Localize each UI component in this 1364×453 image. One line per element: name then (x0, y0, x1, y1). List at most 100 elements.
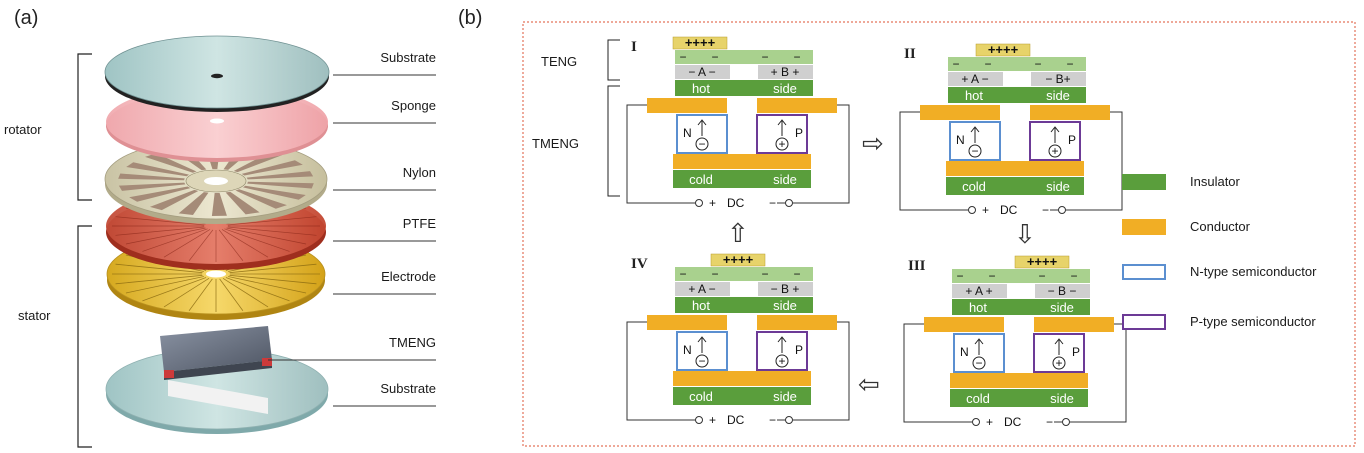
top-conductor-left (647, 315, 727, 330)
segment-a-label: + A + (965, 284, 992, 298)
side-label: side (1050, 391, 1074, 406)
n-label: N (956, 133, 965, 147)
cold-label: cold (962, 179, 986, 194)
hot-side-insulator (675, 297, 813, 313)
side-label: side (1046, 88, 1070, 103)
legend-label: Insulator (1190, 174, 1241, 189)
dielectric-charge: − (1034, 57, 1041, 71)
segment-b-label: + B + (771, 65, 800, 79)
wire-left (903, 323, 972, 423)
terminal-negative (1062, 418, 1070, 426)
dielectric-charge: − (761, 267, 768, 281)
teng-dielectric-layer (675, 50, 813, 64)
p-label: P (795, 343, 803, 357)
wire-right (1070, 323, 1127, 423)
layer-label-nylon: Nylon (403, 165, 436, 180)
top-conductor-right (757, 315, 837, 330)
electron-sign: − (698, 137, 705, 151)
panel-a-label: (a) (14, 7, 38, 29)
terminal-positive (972, 418, 980, 426)
wire-right (793, 321, 850, 421)
legend-label: P-type semiconductor (1190, 314, 1316, 329)
cold-side-insulator (946, 177, 1084, 195)
legend-swatch (1122, 314, 1166, 330)
dielectric-charge: − (984, 57, 991, 71)
top-conductor-left (920, 105, 1000, 120)
n-label: N (683, 343, 692, 357)
n-flow-arrowhead (697, 336, 707, 343)
charge-strip (672, 36, 728, 50)
side-label: side (773, 298, 797, 313)
legend-label: Conductor (1190, 219, 1251, 234)
wire-right (793, 104, 850, 204)
layer-label-sponge: Sponge (391, 98, 436, 113)
terminal-positive (695, 416, 703, 424)
charge-strip-text: ++++ (1027, 254, 1058, 269)
cold-side-insulator (950, 389, 1088, 407)
segment-a (952, 284, 1007, 298)
dielectric-charge: − (761, 50, 768, 64)
state-numeral: III (908, 258, 926, 274)
top-conductor-right (1030, 105, 1110, 120)
dielectric-charge: − (1070, 269, 1077, 283)
hole-circle (775, 354, 789, 368)
layer-label-substrate-top: Substrate (380, 50, 436, 65)
terminal-minus-sign: − (769, 413, 776, 427)
legend-swatch (1122, 174, 1166, 190)
dielectric-charge: − (988, 269, 995, 283)
teng-dielectric-layer (948, 57, 1086, 71)
terminal-minus-sign: − (769, 196, 776, 210)
tmeng-side-label: TMENG (532, 136, 579, 151)
electron-circle (695, 137, 709, 151)
segment-b (1031, 72, 1086, 86)
side-label: side (773, 172, 797, 187)
charge-strip (975, 43, 1031, 57)
electron-sign: − (975, 356, 982, 370)
segment-b (758, 65, 813, 79)
stator-bracket (77, 225, 92, 448)
hot-label: hot (965, 88, 983, 103)
p-label: P (795, 126, 803, 140)
terminal-minus-sign: − (1042, 203, 1049, 217)
p-flow-arrowhead (1050, 126, 1060, 133)
dielectric-charge: − (711, 267, 718, 281)
segment-b-label: − B+ (1045, 72, 1070, 86)
hole-circle (1052, 356, 1066, 370)
top-conductor-right (757, 98, 837, 113)
bottom-conductor (673, 154, 811, 169)
layer-label-substrate-bottom: Substrate (380, 381, 436, 396)
terminal-negative (785, 416, 793, 424)
layer-label-electrode: Electrode (381, 269, 436, 284)
state-numeral: I (631, 39, 637, 55)
teng-bracket (607, 39, 620, 81)
dielectric-charge: − (956, 269, 963, 283)
state-numeral: II (904, 46, 916, 62)
dielectric-charge: − (793, 267, 800, 281)
charge-strip-text: ++++ (723, 252, 754, 267)
terminal-negative (785, 199, 793, 207)
arrow-right: ⇨ (862, 128, 884, 158)
bottom-conductor (950, 373, 1088, 388)
dielectric-charge: − (1066, 57, 1073, 71)
dielectric-charge: − (679, 267, 686, 281)
cold-side-insulator (673, 387, 811, 405)
dielectric-charge: − (711, 50, 718, 64)
wire-left (626, 321, 695, 421)
n-label: N (960, 345, 969, 359)
leader-lines (268, 74, 436, 407)
p-label: P (1072, 345, 1080, 359)
legend-swatch (1122, 219, 1166, 235)
layer-label-ptfe: PTFE (403, 216, 437, 231)
dielectric-charge: − (952, 57, 959, 71)
terminal-minus-sign: − (1046, 415, 1053, 429)
hole-circle (775, 137, 789, 151)
teng-dielectric-layer (952, 269, 1090, 283)
hole-sign: + (778, 354, 785, 368)
hole-circle (1048, 144, 1062, 158)
dc-label: DC (727, 413, 745, 427)
segment-a (675, 65, 730, 79)
